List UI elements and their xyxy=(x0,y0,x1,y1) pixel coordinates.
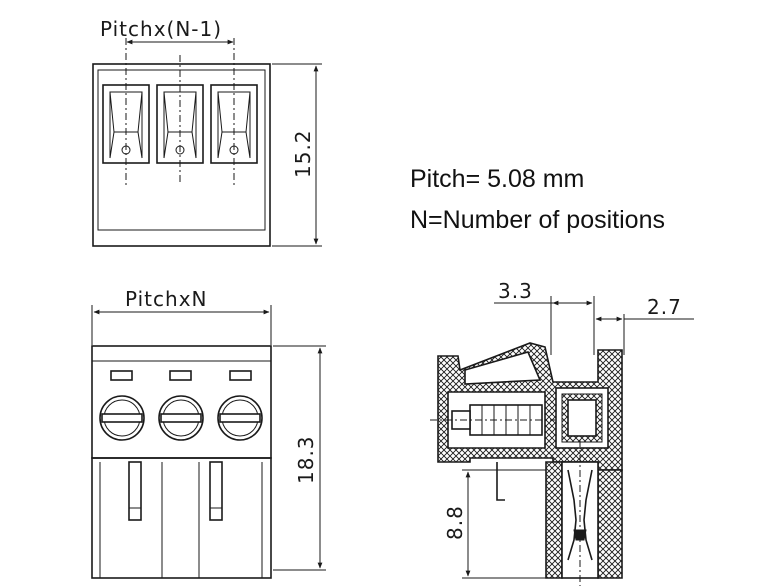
top-view-body xyxy=(92,63,271,247)
pin xyxy=(128,461,142,521)
release-slot xyxy=(169,370,192,381)
release-slot xyxy=(110,370,133,381)
release-slot xyxy=(229,370,252,381)
pin xyxy=(209,461,223,521)
side-view: 3.3 2.7 8. xyxy=(430,279,694,586)
notes: Pitch= 5.08 mm N=Number of positions xyxy=(410,165,665,234)
upper-cavity xyxy=(464,351,542,385)
top-view-height-label: 15.2 xyxy=(291,129,315,178)
pin-housing-section xyxy=(545,461,563,579)
lower-housing xyxy=(91,457,272,579)
front-view: PitchxN xyxy=(91,287,326,579)
top-view-width-label: Pitchx(N-1) xyxy=(100,17,222,41)
pitch-note: Pitch= 5.08 mm xyxy=(410,165,584,193)
screw-head xyxy=(158,395,204,441)
top-view-inner-outline xyxy=(97,69,266,231)
pin-housing-section xyxy=(597,469,623,579)
front-view-width-label: PitchxN xyxy=(125,287,208,311)
top-view: Pitchx(N-1) 15.2 xyxy=(92,17,322,247)
positions-note: N=Number of positions xyxy=(410,206,665,234)
wire-lead xyxy=(496,462,505,501)
screw-head xyxy=(217,395,263,441)
front-view-height-label: 18.3 xyxy=(294,435,318,484)
contact-spring xyxy=(567,469,593,561)
side-view-right-dim-label: 2.7 xyxy=(647,295,682,319)
side-view-left-dim-label: 3.3 xyxy=(498,279,533,303)
screw-head xyxy=(99,395,145,441)
front-view-body xyxy=(91,345,272,459)
side-view-pin-dim-label: 8.8 xyxy=(443,505,467,540)
